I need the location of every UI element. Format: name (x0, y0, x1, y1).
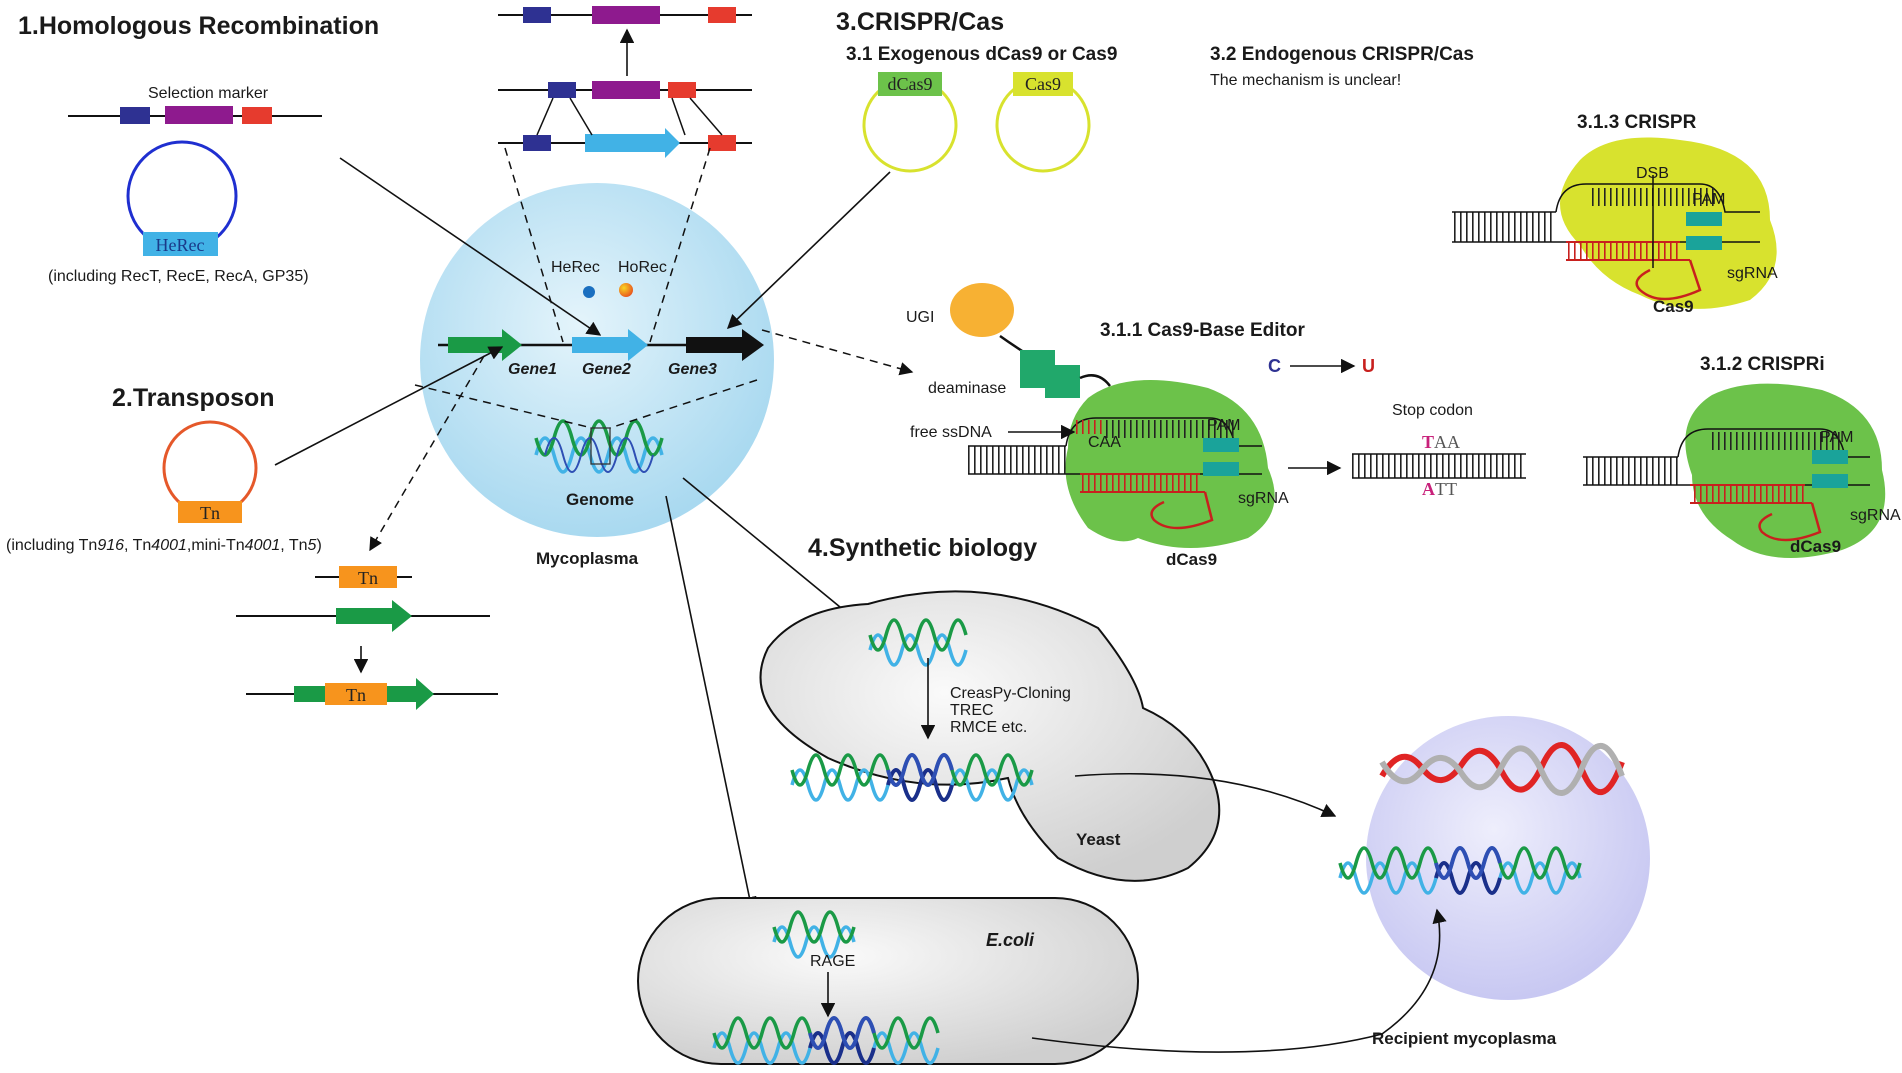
cas9-protein (1560, 137, 1777, 309)
homologous-recombination-title: 1.Homologous Recombination (18, 12, 379, 40)
dcas9-plasmid: dCas9 (862, 72, 958, 173)
crispri-dcas9-protein (1685, 383, 1886, 558)
selection-marker-label: Selection marker (148, 85, 269, 102)
base-editor-panel: 3.1.1 Cas9-Base Editor UGI deaminase PAM… (906, 283, 1526, 569)
base-editor-pam-label: PAM (1207, 417, 1240, 434)
herec-plasmid: HeRec (126, 140, 238, 256)
tn-insert-top-label: Tn (358, 568, 378, 588)
ecoli-top-helix (772, 910, 856, 959)
yeast-method-2: TREC (950, 702, 994, 719)
transposon-title: 2.Transposon (112, 384, 275, 412)
base-editor-dcas9-protein (1065, 380, 1275, 548)
crispr-title: 3.CRISPR/Cas (836, 8, 1004, 36)
yeast-top-helix (868, 618, 968, 667)
crispri-panel: 3.1.2 CRISPRi PAM sgRNA dCas9 (1583, 354, 1901, 558)
deaminase-label: deaminase (928, 380, 1006, 397)
genome-label: Genome (566, 490, 634, 509)
taa-label: TAA (1422, 432, 1460, 452)
herec-label: HeRec (551, 259, 600, 276)
gene2-label: Gene2 (582, 361, 631, 378)
section-crispr: 3.CRISPR/Cas 3.1 Exogenous dCas9 or Cas9… (836, 8, 1901, 569)
crispr-cut-pam-label: PAM (1692, 191, 1725, 208)
tn-insert-bottom-label: Tn (346, 685, 366, 705)
caa-label: CAA (1088, 434, 1121, 451)
recipient-genome-helix (1338, 846, 1582, 895)
transposon-insertion-diagram: Tn Tn (236, 566, 498, 710)
base-editor-protein-label: dCas9 (1166, 550, 1217, 569)
crispr-sub2: 3.2 Endogenous CRISPR/Cas (1210, 44, 1474, 65)
crispri-pam-label: PAM (1820, 429, 1853, 446)
crispri-sgrna-label: sgRNA (1850, 507, 1901, 524)
recipient-red-helix (1379, 742, 1625, 796)
yeast-method-3: RMCE etc. (950, 719, 1027, 736)
homologous-recombination-note: (including RecT, RecE, RecA, GP35) (48, 268, 309, 285)
gene2-arrow (572, 329, 648, 361)
gene3-arrow (686, 329, 764, 361)
synthetic-biology-title: 4.Synthetic biology (808, 534, 1037, 562)
base-editor-sgrna-label: sgRNA (1238, 490, 1289, 507)
yeast-cell: CreasPy-Cloning TREC RMCE etc. Yeast (759, 590, 1221, 882)
dsb-label: DSB (1636, 165, 1669, 182)
horec-label: HoRec (618, 259, 667, 276)
crispri-title: 3.1.2 CRISPRi (1700, 354, 1825, 375)
u-letter: U (1362, 356, 1375, 376)
ugi-label: UGI (906, 309, 934, 326)
herec-plasmid-label: HeRec (156, 235, 205, 255)
horec-dot (619, 283, 633, 297)
dcas9-plasmid-label: dCas9 (888, 74, 933, 94)
crispr-cut-title: 3.1.3 CRISPR (1577, 112, 1697, 133)
free-ssdna-label: free ssDNA (910, 424, 992, 441)
crispr-sub2-note: The mechanism is unclear! (1210, 72, 1401, 89)
section-synthetic-biology: 4.Synthetic biology CreasPy-Cloning TREC… (637, 477, 1650, 1065)
mycoplasma-label: Mycoplasma (536, 549, 639, 568)
crossover-diagram (498, 6, 752, 158)
herec-dot (583, 286, 595, 298)
yeast-label: Yeast (1076, 830, 1121, 849)
crispr-cut-panel: 3.1.3 CRISPR DSB PAM sgRNA Cas9 (1452, 112, 1778, 316)
crispr-cut-protein-label: Cas9 (1653, 297, 1694, 316)
cas9-plasmid: Cas9 (995, 72, 1091, 173)
ugi-protein (950, 283, 1014, 337)
ecoli-bottom-helix (712, 1016, 940, 1065)
yeast-bottom-helix (790, 753, 1034, 802)
rage-label: RAGE (810, 953, 855, 970)
deaminase-protein (1020, 350, 1080, 398)
gene1-arrow (448, 329, 522, 361)
att-label: ATT (1422, 479, 1457, 499)
crispri-protein-label: dCas9 (1790, 537, 1841, 556)
section-transposon: 2.Transposon Tn (including Tn916, Tn4001… (6, 384, 498, 710)
yeast-method-1: CreasPy-Cloning (950, 685, 1071, 702)
recipient-label: Recipient mycoplasma (1372, 1029, 1557, 1048)
mycoplasma-cell: HeRec HoRec Gene1 Gene2 Gene3 Genome Myc… (414, 147, 774, 568)
tn-plasmid-label: Tn (200, 503, 220, 523)
stop-codon-label: Stop codon (1392, 402, 1473, 419)
gene1-label: Gene1 (508, 361, 557, 378)
transposon-note: (including Tn916, Tn4001,mini-Tn4001, Tn… (6, 537, 322, 554)
base-editor-title: 3.1.1 Cas9-Base Editor (1100, 320, 1305, 341)
cas9-plasmid-label: Cas9 (1025, 74, 1061, 94)
ecoli-cell: RAGE E.coli (637, 897, 1139, 1065)
recipient-mycoplasma: Recipient mycoplasma (1338, 716, 1650, 1048)
crispr-sub1: 3.1 Exogenous dCas9 or Cas9 (846, 44, 1117, 65)
c-letter: C (1268, 356, 1281, 376)
crispr-cut-sgrna-label: sgRNA (1727, 265, 1778, 282)
ecoli-label: E.coli (986, 930, 1035, 950)
selection-marker-construct (68, 106, 322, 124)
genome-helix (534, 419, 664, 474)
section-homologous-recombination: 1.Homologous Recombination Selection mar… (18, 6, 752, 285)
gene3-label: Gene3 (668, 361, 717, 378)
